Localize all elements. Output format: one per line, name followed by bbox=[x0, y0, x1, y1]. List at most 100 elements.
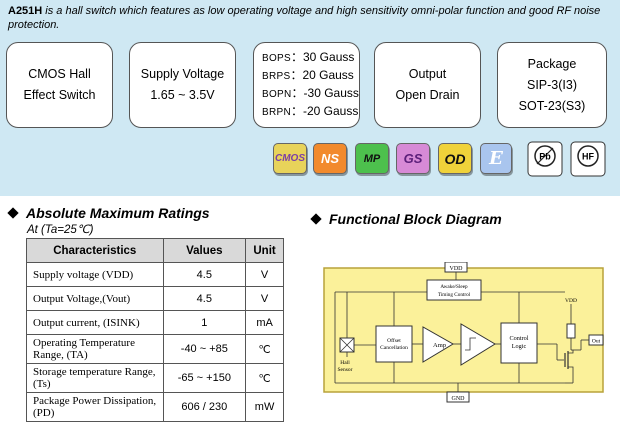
gauss-value: ：30 Gauss bbox=[291, 50, 355, 64]
block-diagram-title: Functional Block Diagram bbox=[310, 211, 502, 227]
gauss-symbol: BOPN bbox=[262, 89, 292, 100]
timing-label-2: Timing Control bbox=[438, 292, 471, 298]
amp-label: Amp bbox=[433, 342, 446, 349]
abs-ratings-condition: At (Ta=25℃) bbox=[27, 224, 94, 236]
cert-hf-label: HF bbox=[582, 152, 594, 162]
cell-unit: mW bbox=[245, 392, 284, 422]
gauss-value: ：-30 Gauss bbox=[291, 86, 359, 100]
offset-cancellation-block bbox=[375, 325, 413, 363]
table-row: Output current, (ISINK) 1 mA bbox=[26, 310, 284, 335]
diamond-bullet-icon bbox=[7, 207, 19, 219]
cell-unit: V bbox=[245, 286, 284, 311]
vdd-small-label: VDD bbox=[565, 298, 577, 304]
table-header-row: Characteristics Values Unit bbox=[26, 238, 284, 263]
pullup-resistor bbox=[566, 323, 576, 339]
abs-ratings-title: Absolute Maximum Ratings bbox=[7, 205, 210, 221]
block-diagram-title-text: Functional Block Diagram bbox=[329, 211, 502, 227]
vdd-label: VDD bbox=[450, 266, 464, 272]
gauss-row-bops: BOPS：30 Gauss bbox=[262, 49, 354, 67]
amp-triangle bbox=[422, 326, 454, 363]
table-row: Output Voltage,(Vout) 4.5 V bbox=[26, 286, 284, 311]
gauss-value: ：20 Gauss bbox=[290, 68, 354, 82]
cell-characteristic: Operating Temperature Range, (TA) bbox=[26, 334, 164, 364]
cell-unit: ℃ bbox=[245, 334, 284, 364]
ns-badge-icon: NS bbox=[313, 143, 347, 174]
feature-value: Effect Switch bbox=[23, 88, 96, 102]
cell-characteristic: Storage temperature Range, (Ts) bbox=[26, 363, 164, 393]
cell-value: 606 / 230 bbox=[162, 392, 247, 422]
hall-cross-line bbox=[339, 337, 355, 353]
hall-label-2: Sensor bbox=[338, 367, 353, 373]
cell-characteristic: Output Voltage,(Vout) bbox=[26, 286, 164, 311]
cell-value: 4.5 bbox=[162, 286, 247, 311]
feature-output: Output Open Drain bbox=[374, 42, 481, 128]
cell-characteristic: Supply voltage (VDD) bbox=[26, 262, 164, 287]
hysteresis-symbol bbox=[465, 337, 476, 351]
feature-label: CMOS Hall bbox=[28, 67, 91, 81]
hall-label-1: Hall bbox=[340, 360, 350, 366]
feature-value: Open Drain bbox=[395, 88, 460, 102]
cell-unit: mA bbox=[245, 310, 284, 335]
offset-label-1: Offset bbox=[387, 337, 401, 344]
cell-unit: V bbox=[245, 262, 284, 287]
block-diagram-svg: VDD GND Awake/Sleep Timing Control Hall … bbox=[323, 261, 604, 403]
mp-badge-icon: MP bbox=[355, 143, 389, 174]
feature-package: Package SIP-3(I3) SOT-23(S3) bbox=[497, 42, 607, 128]
cell-value: 4.5 bbox=[162, 262, 247, 287]
feature-supply-voltage: Supply Voltage 1.65 ~ 3.5V bbox=[129, 42, 236, 128]
out-label: Out bbox=[592, 339, 601, 345]
feature-value: SOT-23(S3) bbox=[518, 98, 586, 113]
intro-description: is a hall switch which features as low o… bbox=[8, 5, 601, 31]
gauss-value: ：-20 Gauss bbox=[290, 104, 359, 118]
gauss-row-brpn: BRPN：-20 Gauss bbox=[262, 103, 358, 121]
mosfet-drain bbox=[568, 350, 574, 354]
col-header-characteristics: Characteristics bbox=[26, 238, 164, 263]
feature-banner: A251H is a hall switch which features as… bbox=[0, 0, 620, 196]
gauss-symbol: BRPS bbox=[262, 71, 291, 82]
cell-value: -65 ~ +150 bbox=[162, 363, 247, 393]
table-row: Package Power Dissipation, (PD) 606 / 23… bbox=[26, 392, 284, 422]
diamond-bullet-icon bbox=[310, 213, 322, 225]
cert-pb-label: Pb bbox=[539, 152, 551, 162]
feature-label: Package bbox=[527, 56, 577, 71]
abs-ratings-table: Characteristics Values Unit Supply volta… bbox=[26, 238, 284, 422]
e-badge-icon: E bbox=[480, 143, 512, 174]
cmos-badge-icon: CMOS bbox=[273, 143, 307, 174]
mosfet-source bbox=[568, 366, 574, 383]
gauss-row-brps: BRPS：20 Gauss bbox=[262, 67, 354, 85]
cell-characteristic: Package Power Dissipation, (PD) bbox=[26, 392, 164, 422]
col-header-values: Values bbox=[162, 238, 247, 263]
comparator-triangle bbox=[460, 323, 496, 366]
gauss-symbol: BRPN bbox=[262, 107, 291, 118]
intro-text: A251H is a hall switch which features as… bbox=[8, 4, 614, 32]
timing-label-1: Awake/Sleep bbox=[440, 284, 468, 290]
feature-value: SIP-3(I3) bbox=[526, 77, 577, 92]
out-pin-box bbox=[588, 334, 604, 346]
control-label-1: Control bbox=[510, 335, 529, 342]
part-number: A251H bbox=[8, 5, 43, 17]
functional-block-diagram: VDD GND Awake/Sleep Timing Control Hall … bbox=[323, 261, 605, 403]
col-header-unit: Unit bbox=[245, 238, 284, 263]
cell-characteristic: Output current, (ISINK) bbox=[26, 310, 164, 335]
control-logic-block bbox=[500, 322, 538, 364]
abs-ratings-title-text: Absolute Maximum Ratings bbox=[26, 205, 210, 221]
feature-value: 1.65 ~ 3.5V bbox=[150, 88, 215, 102]
feature-cmos-hall: CMOS Hall Effect Switch bbox=[6, 42, 113, 128]
table-row: Supply voltage (VDD) 4.5 V bbox=[26, 262, 284, 287]
timing-control-block bbox=[426, 279, 482, 301]
cell-value: 1 bbox=[162, 310, 247, 335]
feature-label: Output bbox=[408, 67, 447, 81]
table-row: Storage temperature Range, (Ts) -65 ~ +1… bbox=[26, 363, 284, 393]
gauss-symbol: BOPS bbox=[262, 53, 291, 64]
offset-label-2: Cancellation bbox=[380, 345, 408, 351]
halogen-free-cert-icon: HF bbox=[570, 141, 606, 177]
gauss-row-bopn: BOPN：-30 Gauss bbox=[262, 85, 359, 103]
pb-free-cert-icon: Pb bbox=[527, 141, 563, 177]
feature-label: Supply Voltage bbox=[140, 67, 225, 81]
gnd-label: GND bbox=[452, 396, 466, 402]
gs-badge-icon: GS bbox=[396, 143, 430, 174]
table-row: Operating Temperature Range, (TA) -40 ~ … bbox=[26, 334, 284, 364]
cell-unit: ℃ bbox=[245, 363, 284, 393]
feature-gauss: BOPS：30 Gauss BRPS：20 Gauss BOPN：-30 Gau… bbox=[253, 42, 360, 128]
od-badge-icon: OD bbox=[438, 143, 472, 174]
